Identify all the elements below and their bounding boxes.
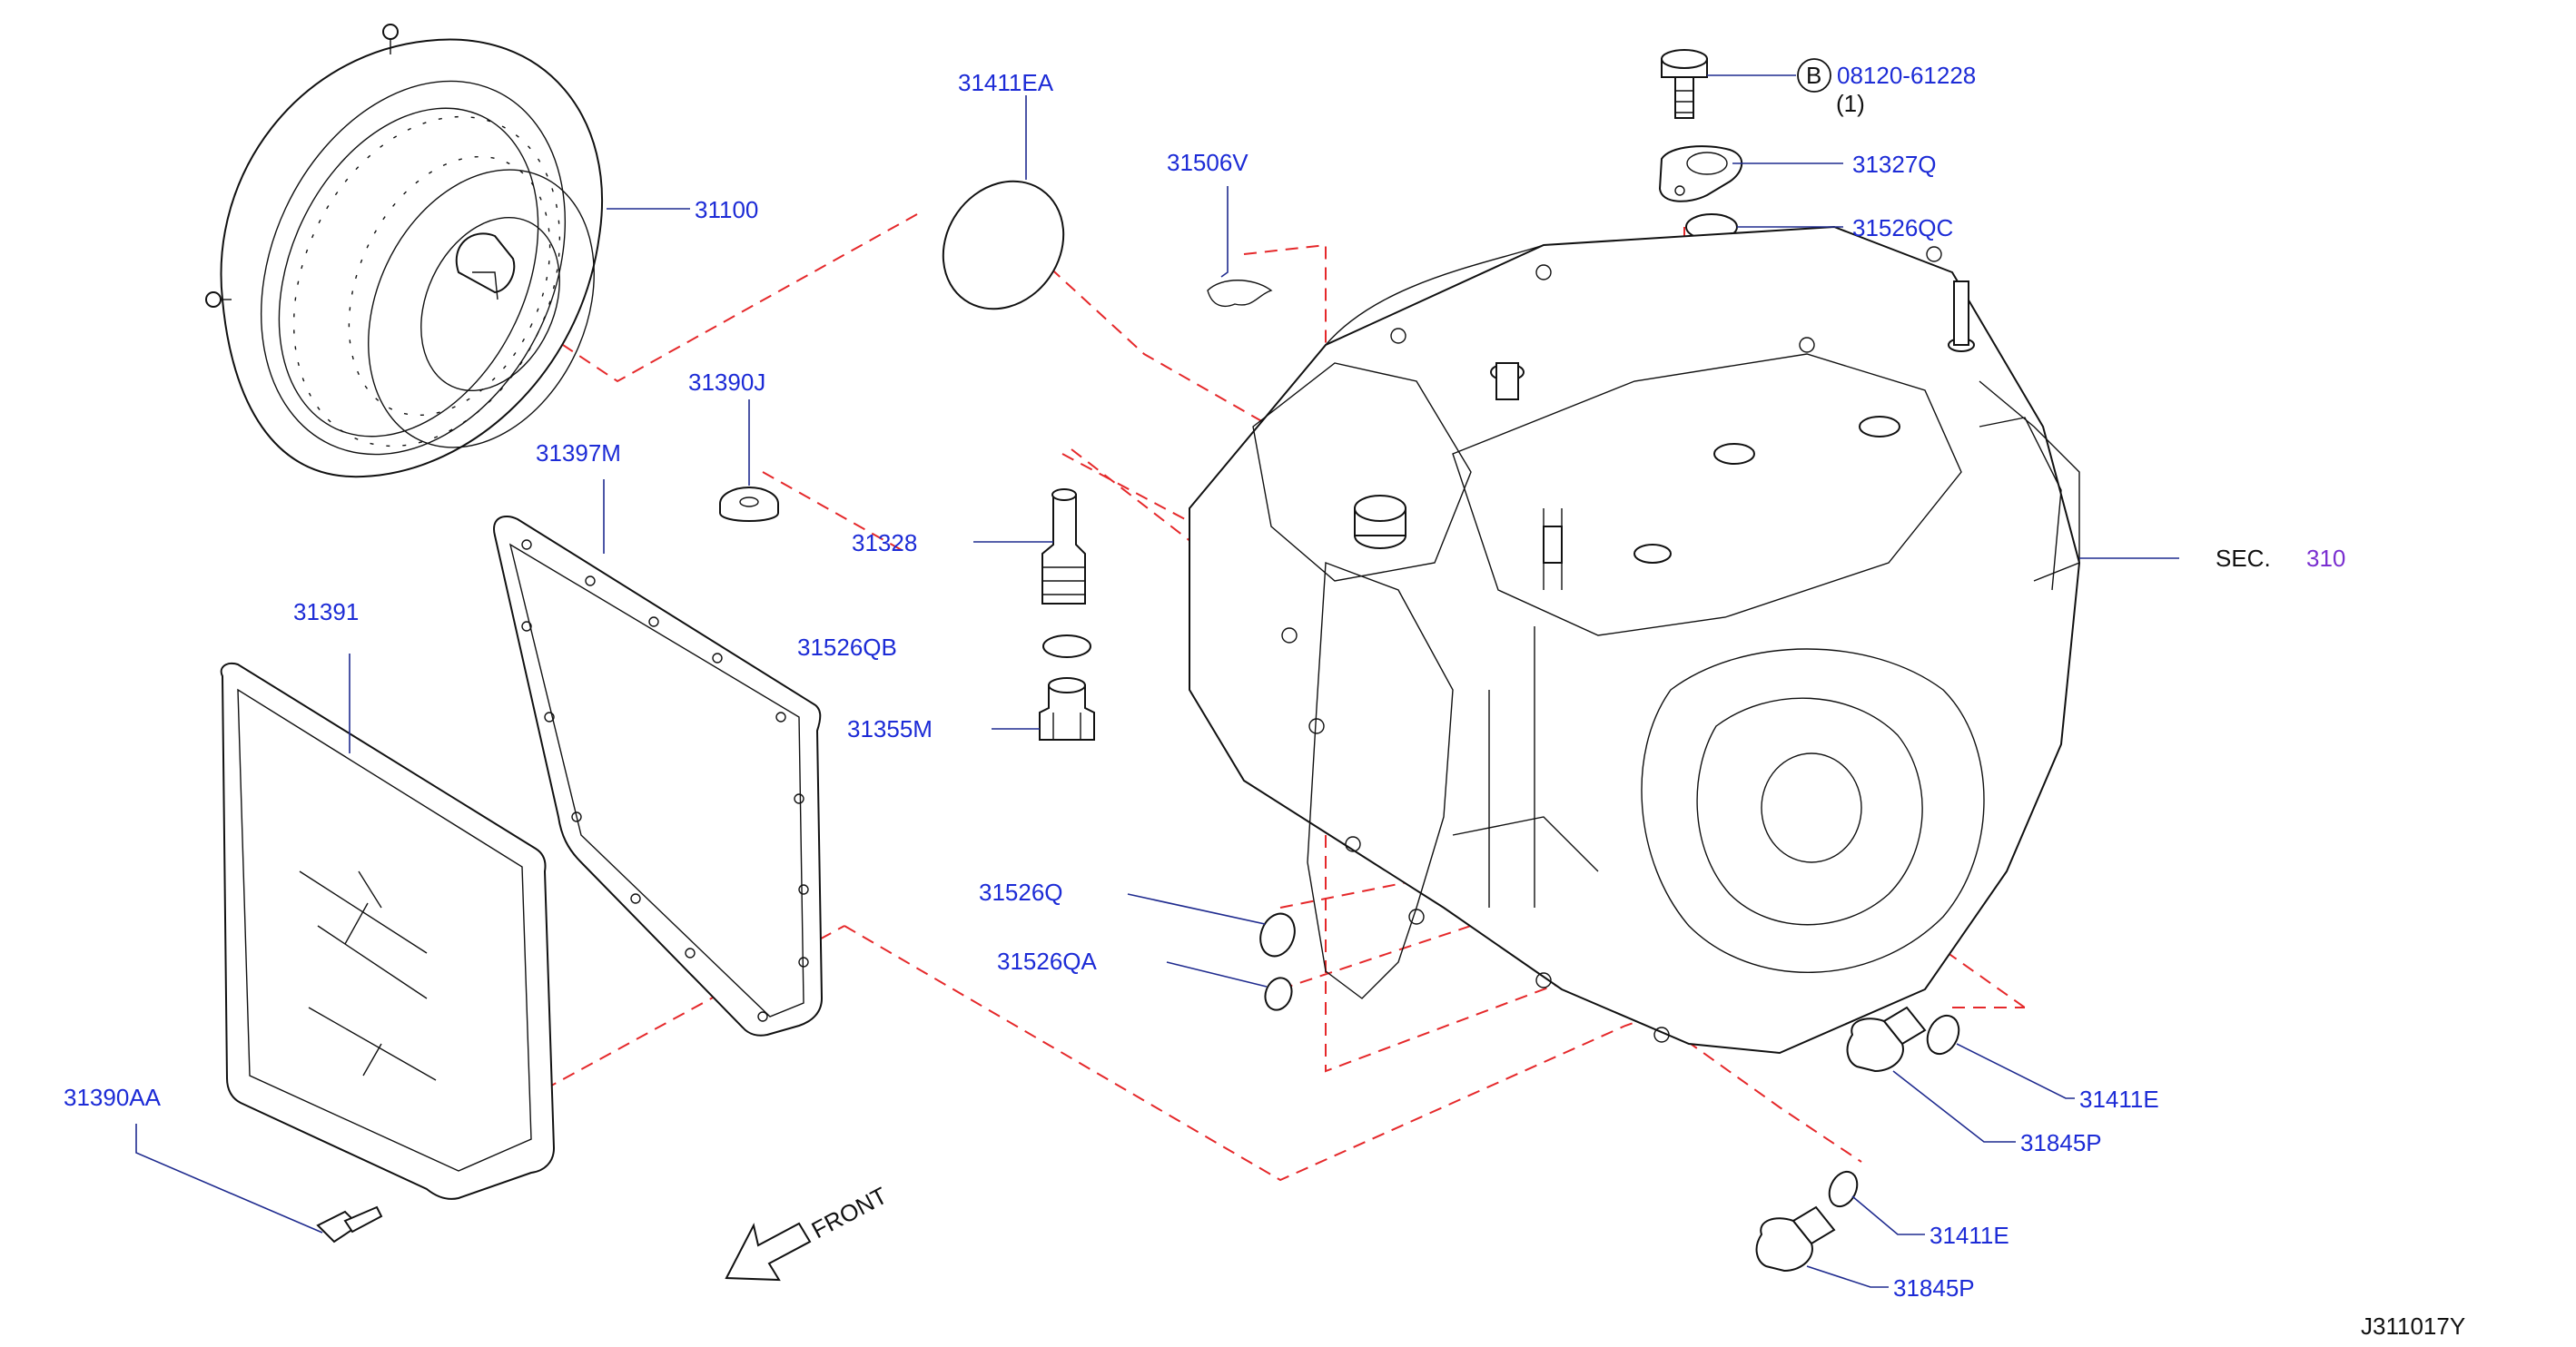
label-31390j[interactable]: 31390J — [688, 369, 765, 396]
torque-converter[interactable] — [203, 24, 637, 504]
sec-number-link[interactable]: 310 — [2306, 545, 2345, 572]
label-31390aa[interactable]: 31390AA — [64, 1084, 162, 1111]
o-ring-31526qb[interactable] — [1042, 634, 1091, 658]
callout-labels: 31100 31411EA 31506V B 08120-61228 (1) 3… — [64, 58, 2465, 1340]
label-31845p-lower[interactable]: 31845P — [1893, 1274, 1975, 1302]
cover-31327q[interactable] — [1658, 145, 1743, 202]
label-31845p-upper[interactable]: 31845P — [2020, 1129, 2102, 1156]
svg-text:B: B — [1806, 62, 1821, 89]
label-31327q[interactable]: 31327Q — [1852, 151, 1937, 178]
label-31526qb[interactable]: 31526QB — [797, 634, 897, 661]
o-ring-31411e-upper[interactable] — [1921, 1010, 1965, 1058]
label-31526q[interactable]: 31526Q — [979, 879, 1063, 906]
drain-plug-31845p-lower[interactable] — [1755, 1205, 1836, 1273]
plug-31355m[interactable] — [1039, 677, 1095, 741]
gasket-31397m[interactable] — [493, 516, 824, 1037]
badge-b-icon: B — [1797, 58, 1831, 93]
bolt-08120-61228[interactable] — [1661, 49, 1708, 119]
sensor-31328[interactable] — [1041, 488, 1086, 605]
front-arrow-icon — [725, 1222, 812, 1282]
leader-lines — [135, 74, 2179, 1288]
label-31526qa[interactable]: 31526QA — [997, 948, 1098, 975]
label-31100[interactable]: 31100 — [695, 196, 758, 223]
label-31411e-lower[interactable]: 31411E — [1930, 1222, 2009, 1249]
drain-plug-31845p-upper[interactable] — [1846, 1006, 1927, 1073]
o-ring-31411e-lower[interactable] — [1824, 1167, 1862, 1211]
label-08120-61228[interactable]: 08120-61228 — [1837, 62, 1976, 89]
label-08120-qty: (1) — [1836, 90, 1865, 117]
label-31411e-upper[interactable]: 31411E — [2079, 1086, 2159, 1113]
sec-label: SEC. — [2216, 545, 2271, 572]
clip-31506v[interactable] — [1207, 280, 1273, 307]
o-ring-31526qa[interactable] — [1261, 974, 1297, 1013]
o-ring-31526q[interactable] — [1255, 909, 1300, 960]
label-31391[interactable]: 31391 — [293, 598, 359, 625]
label-31397m[interactable]: 31397M — [536, 439, 621, 467]
label-31411ea[interactable]: 31411EA — [958, 69, 1054, 96]
diagram-id: J311017Y — [2361, 1313, 2465, 1340]
label-31355m[interactable]: 31355M — [847, 715, 933, 742]
label-31526qc[interactable]: 31526QC — [1852, 214, 1953, 241]
washer-31390j[interactable] — [719, 487, 779, 522]
label-31328[interactable]: 31328 — [852, 529, 917, 556]
oil-pan-31391[interactable] — [220, 662, 556, 1200]
bolt-31390aa[interactable] — [316, 1205, 383, 1244]
o-ring-31411ea[interactable] — [919, 158, 1088, 332]
transmission-case — [1189, 225, 2081, 1055]
label-31506v[interactable]: 31506V — [1167, 149, 1249, 176]
front-label: FRONT — [807, 1182, 892, 1244]
